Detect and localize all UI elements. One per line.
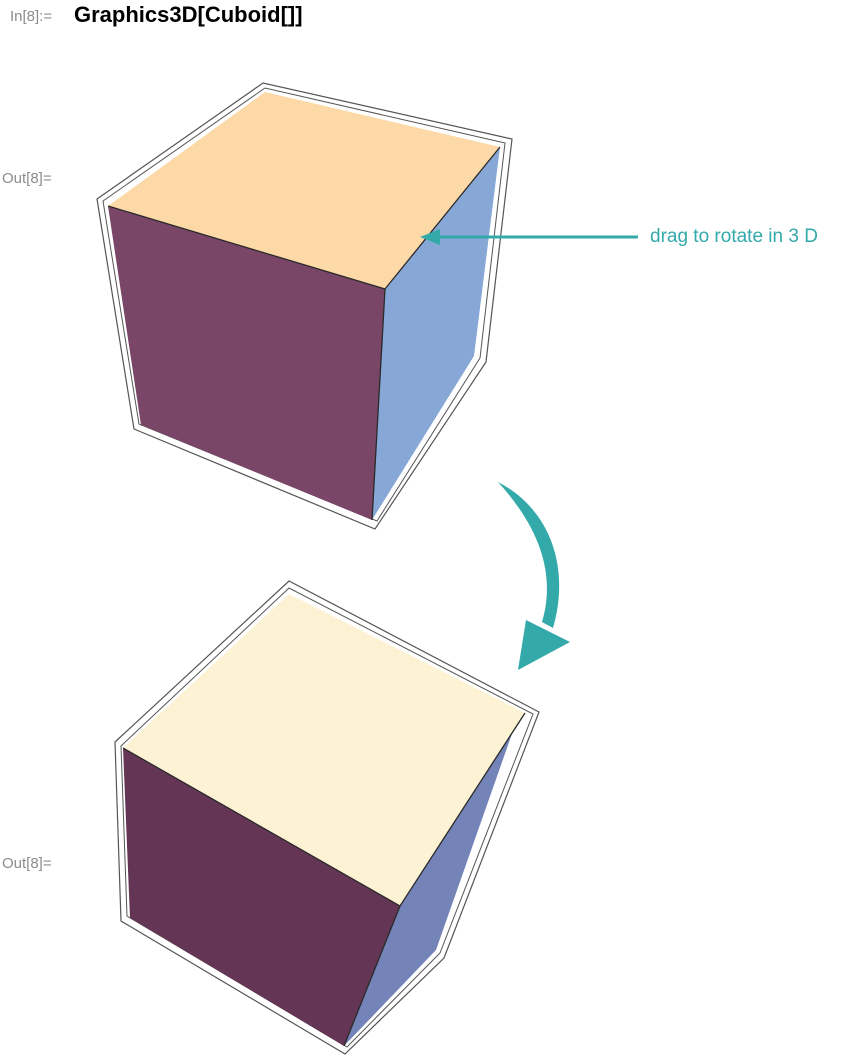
rotation-arrow-head xyxy=(518,620,570,670)
cube-1-right-face xyxy=(372,147,500,520)
bounding-box-2-inner xyxy=(120,587,534,1048)
cube-1-left-face xyxy=(108,206,385,520)
input-code[interactable]: Graphics3D[Cuboid[]] xyxy=(74,2,303,27)
bounding-box-1-outer xyxy=(96,82,513,530)
bounding-box-1-inner xyxy=(102,87,506,522)
cube-graphic-1[interactable] xyxy=(96,82,513,530)
rotation-arrow-body xyxy=(498,482,560,628)
cube-2-top-face xyxy=(123,594,525,906)
output-cell-label-1: Out[8]= xyxy=(2,170,52,187)
cube-1-top-face xyxy=(108,92,500,289)
output-cell-label-2: Out[8]= xyxy=(2,855,52,872)
cube-2-right-face xyxy=(344,713,525,1046)
cube-graphic-2[interactable] xyxy=(114,580,540,1055)
rotate-annotation: drag to rotate in 3 D xyxy=(650,226,818,247)
cube-2-left-face xyxy=(123,748,400,1046)
arrow-left-icon xyxy=(420,229,638,245)
pointer-arrow-head xyxy=(420,229,440,245)
curved-arrow-down-icon xyxy=(498,482,570,670)
input-cell-label: In[8]:= xyxy=(10,8,53,25)
bounding-box-2-outer xyxy=(114,580,540,1055)
